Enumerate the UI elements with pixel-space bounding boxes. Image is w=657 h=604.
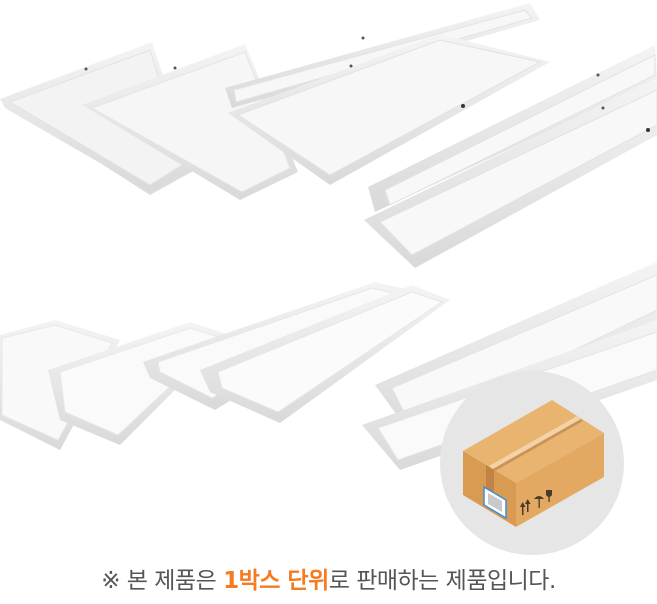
sales-unit-notice: ※ 본 제품은 1박스 단위로 판매하는 제품입니다. <box>0 566 657 596</box>
box-badge <box>440 371 624 555</box>
led-panel-bottom-4 <box>200 285 450 423</box>
handling-symbols-icon <box>520 490 552 515</box>
led-bar-1 <box>368 45 657 212</box>
cardboard-box-icon <box>463 400 604 527</box>
led-panel-rect-2 <box>228 34 550 185</box>
notice-suffix: 로 판매하는 제품입니다. <box>328 568 557 594</box>
notice-prefix: ※ 본 제품은 <box>101 568 224 594</box>
notice-highlight-unit: 1박스 단위 <box>223 568 329 594</box>
led-bar-2 <box>364 78 657 268</box>
